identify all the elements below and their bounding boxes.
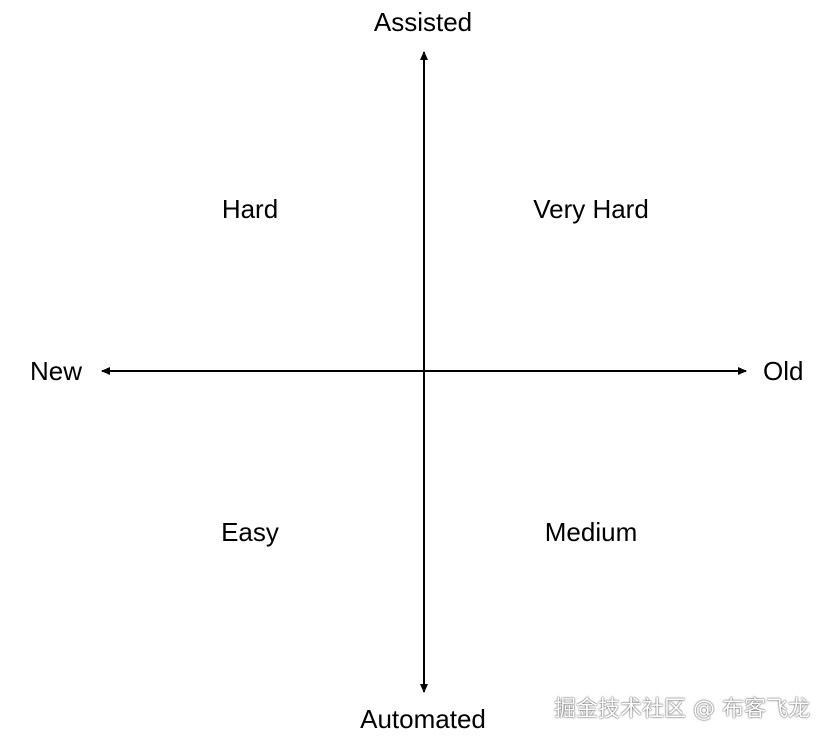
axis-label-top: Assisted [373,7,473,37]
quadrant-label-bottom-left: Easy [221,517,279,547]
axis-label-bottom: Automated [360,704,486,734]
watermark: 掘金技术社区 @ 布客飞龙 [554,697,810,722]
quadrant-label-top-left: Hard [221,194,279,224]
quadrant-label-top-right: Very Hard [533,194,649,224]
axis-label-right: Old [763,356,804,386]
axis-label-left: New [30,356,83,386]
quadrant-label-bottom-right: Medium [544,517,638,547]
